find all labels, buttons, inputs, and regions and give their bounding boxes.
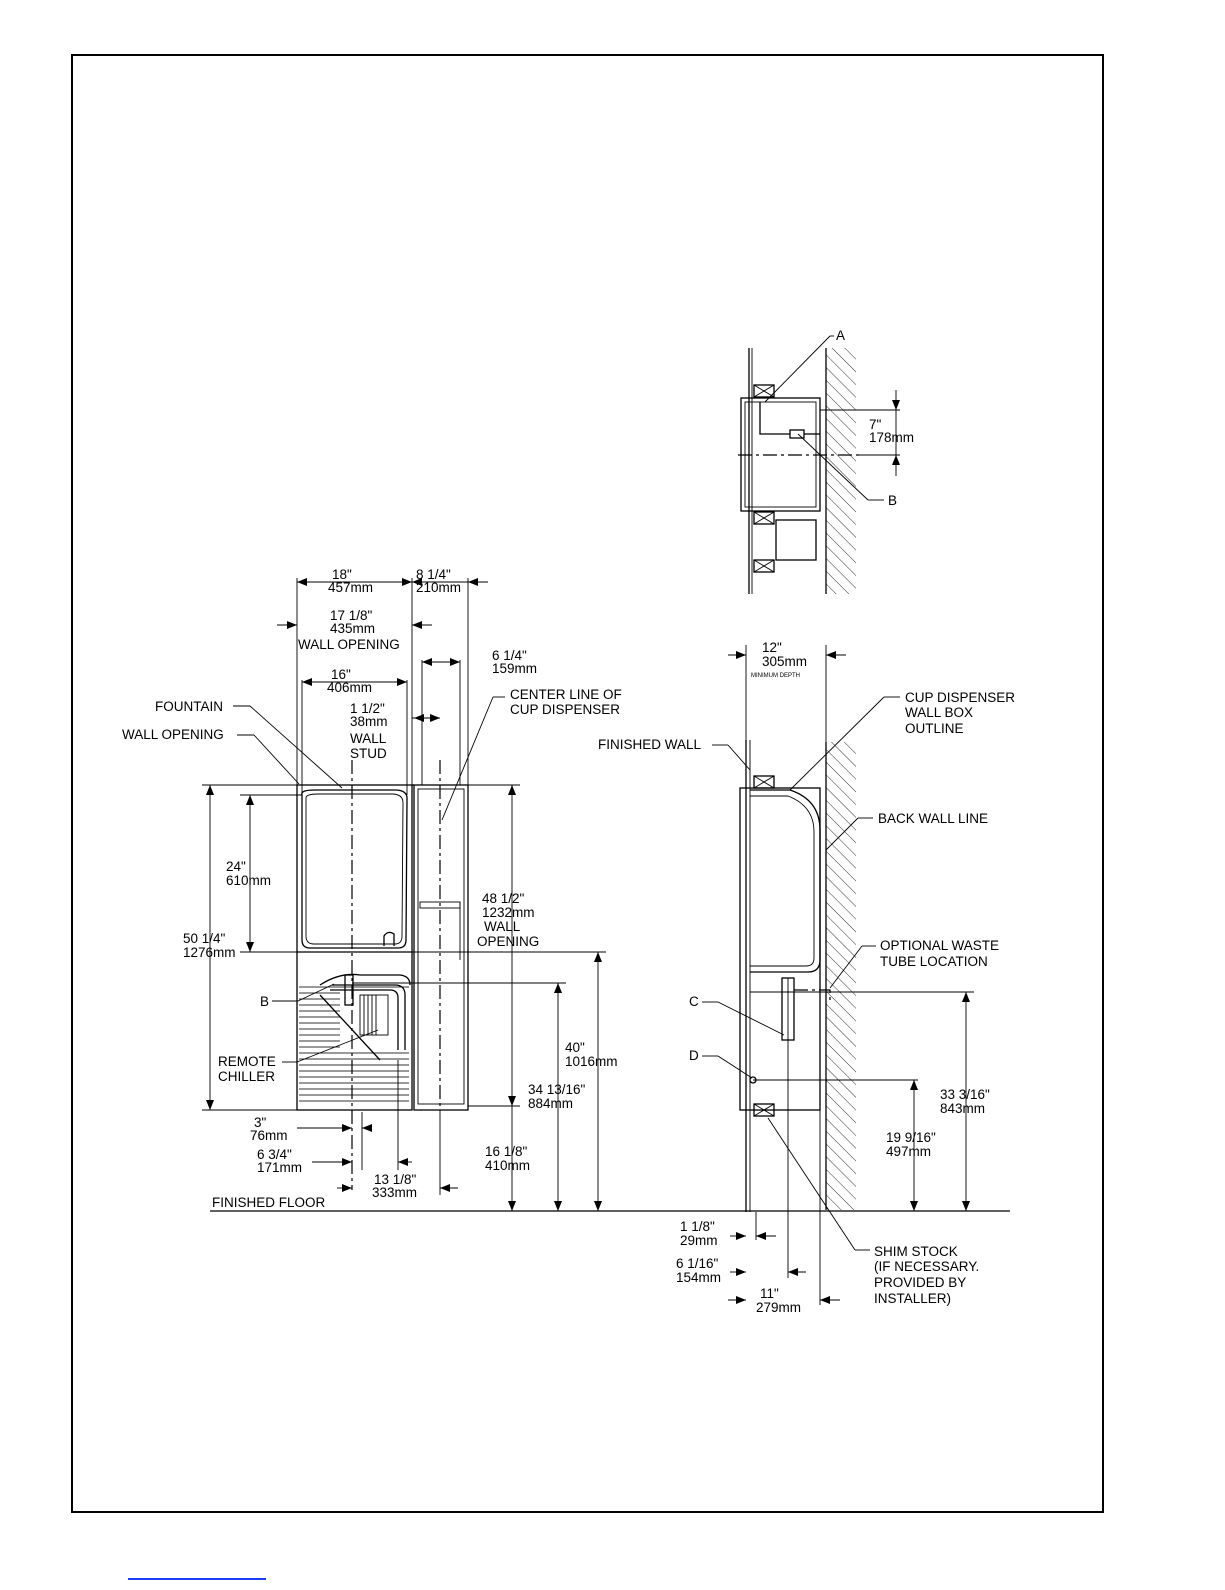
cup-box-l2: WALL BOX	[905, 705, 973, 720]
front-label-b: B	[260, 994, 269, 1009]
shim-l4: INSTALLER)	[874, 1291, 951, 1306]
side-label-d: D	[689, 1048, 699, 1063]
dim-8-in: 8 1/4"	[416, 567, 451, 582]
stud-label-1: WALL	[350, 731, 387, 746]
dim-1-mm: 29mm	[680, 1233, 718, 1248]
top-detail-view: 7" 178mm A B	[738, 328, 914, 594]
dim-13-mm: 333mm	[372, 1185, 417, 1200]
dim-16-in: 16"	[331, 667, 351, 682]
front-elevation-view: FINISHED FLOOR	[122, 567, 1010, 1212]
dim-1-in: 1 1/8"	[680, 1219, 715, 1234]
dim-6q-in: 6 1/4"	[492, 648, 527, 663]
shim-l3: PROVIDED BY	[874, 1275, 966, 1290]
stud-label-2: STUD	[350, 746, 387, 761]
dim-12-note: MINIMUM DEPTH	[751, 673, 800, 679]
dim-34-in: 34 13/16"	[528, 1082, 586, 1097]
dim-40-in: 40"	[565, 1040, 585, 1055]
dim-48-mm: 1232mm	[482, 905, 535, 920]
dim-17-in: 17 1/8"	[330, 608, 373, 623]
dim-50-in: 50 1/4"	[183, 931, 226, 946]
floor-label: FINISHED FLOOR	[212, 1195, 326, 1210]
cl-label-2: CUP DISPENSER	[510, 702, 620, 717]
detail-back-wall-hatch	[826, 348, 856, 594]
dim-34-mm: 884mm	[528, 1096, 573, 1111]
stud-in: 1 1/2"	[350, 701, 385, 716]
waste-label-2: TUBE LOCATION	[880, 954, 988, 969]
waste-label-1: OPTIONAL WASTE	[880, 938, 999, 953]
chiller-label-2: CHILLER	[218, 1069, 275, 1084]
dim-13-in: 13 1/8"	[374, 1172, 417, 1187]
dim-16f-in: 16 1/8"	[485, 1144, 528, 1159]
dim-12-mm: 305mm	[762, 654, 807, 669]
side-elevation-view: FINISHED WALL CUP DISPENSER WALL BOX OUT…	[598, 640, 1015, 1315]
dim-6q-mm: 159mm	[492, 661, 537, 676]
dim-40-mm: 1016mm	[565, 1054, 618, 1069]
cup-box-l1: CUP DISPENSER	[905, 690, 1015, 705]
dim-12-in: 12"	[762, 640, 782, 655]
dim-3-mm: 76mm	[250, 1128, 288, 1143]
dim-50-mm: 1276mm	[183, 945, 236, 960]
dim-11-in: 11"	[760, 1286, 779, 1301]
cl-label-1: CENTER LINE OF	[510, 687, 622, 702]
finished-wall-label: FINISHED WALL	[598, 737, 702, 752]
chiller-label-1: REMOTE	[218, 1054, 276, 1069]
dim-33-in: 33 3/16"	[940, 1087, 990, 1102]
dim-19-mm: 497mm	[886, 1144, 931, 1159]
detail-dim-in: 7"	[869, 417, 882, 432]
detail-label-a: A	[836, 328, 845, 343]
dim-18-in: 18"	[332, 567, 352, 582]
stud-mm: 38mm	[350, 714, 388, 729]
dim-33-mm: 843mm	[940, 1101, 985, 1116]
shim-l2: (IF NECESSARY.	[874, 1259, 979, 1274]
side-label-c: C	[689, 994, 699, 1009]
back-wall-label: BACK WALL LINE	[878, 811, 988, 826]
dim-16-mm: 406mm	[327, 680, 372, 695]
dim-6s-mm: 154mm	[676, 1270, 721, 1285]
dim-24-in: 24"	[226, 859, 246, 874]
detail-label-b: B	[888, 493, 897, 508]
dim-18-mm: 457mm	[328, 580, 373, 595]
dim-6t-in: 6 3/4"	[257, 1147, 292, 1162]
dim-6s-in: 6 1/16"	[676, 1256, 719, 1271]
dim-3-in: 3"	[254, 1115, 267, 1130]
dim-6t-mm: 171mm	[257, 1160, 302, 1175]
dim-11-mm: 279mm	[756, 1300, 801, 1315]
fountain-label: FOUNTAIN	[155, 699, 223, 714]
page-border	[71, 54, 1104, 1513]
dim-24-mm: 610mm	[226, 873, 271, 888]
shim-l1: SHIM STOCK	[874, 1244, 958, 1259]
dim-19-in: 19 9/16"	[886, 1130, 936, 1145]
dim-48-in: 48 1/2"	[482, 891, 525, 906]
cup-box-l3: OUTLINE	[905, 721, 964, 736]
wall-opening-label: WALL OPENING	[122, 727, 224, 742]
dim-16f-mm: 410mm	[485, 1158, 530, 1173]
dim-17-mm: 435mm	[330, 621, 375, 636]
side-back-wall-hatch	[826, 742, 856, 1210]
footer-link-underline[interactable]	[128, 1578, 266, 1580]
dim-48-l2: OPENING	[477, 934, 539, 949]
detail-dim-mm: 178mm	[869, 430, 914, 445]
dim-17-note: WALL OPENING	[298, 637, 400, 652]
dim-8-mm: 210mm	[416, 580, 461, 595]
dim-48-l1: WALL	[484, 919, 521, 934]
